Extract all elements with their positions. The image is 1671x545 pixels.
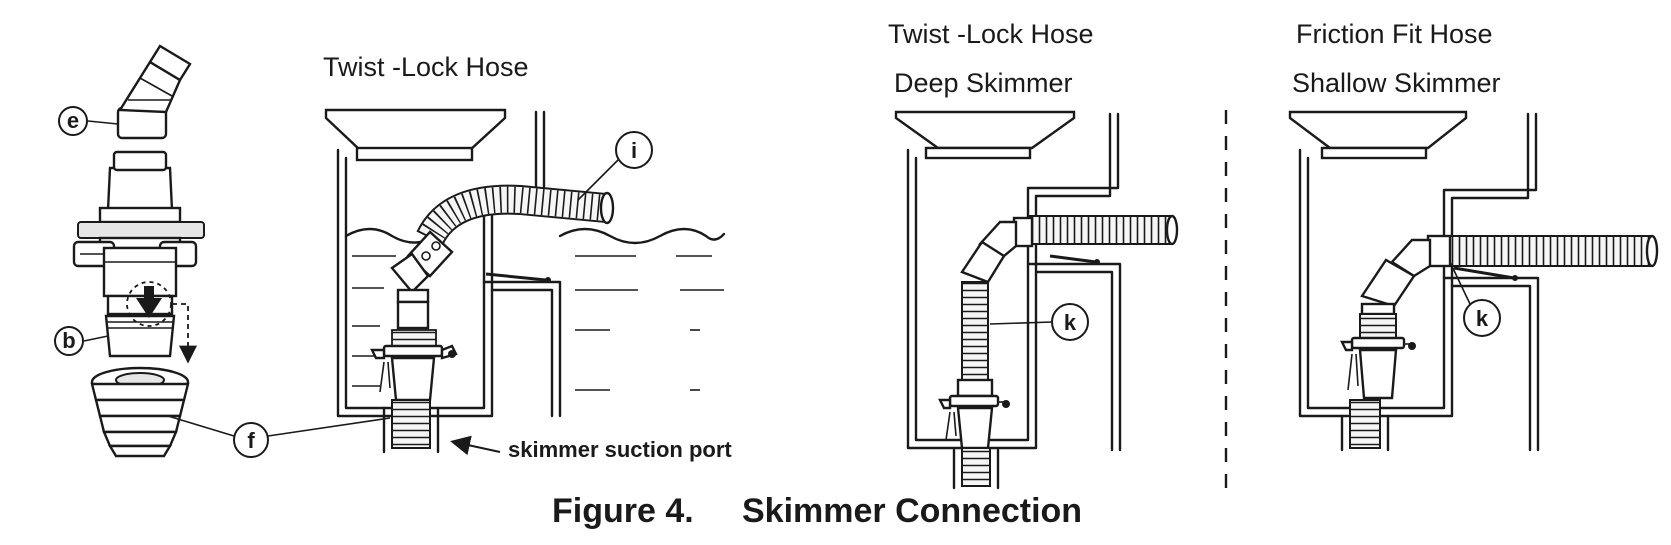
panel3-heading-line2: Shallow Skimmer xyxy=(1292,68,1501,98)
panel3-heading-line1: Friction Fit Hose xyxy=(1296,19,1493,49)
callout-f: f xyxy=(167,415,391,458)
elbow-fitting-e xyxy=(116,44,192,140)
shallow-skimmer-lid xyxy=(1288,110,1468,150)
port-adapter-f xyxy=(90,366,190,458)
suction-port-pointer: skimmer suction port xyxy=(450,435,732,462)
callout-e-label: e xyxy=(67,108,79,133)
water-level-lines xyxy=(352,255,724,391)
deep-skimmer-lid xyxy=(894,110,1076,150)
callout-f-label: f xyxy=(247,428,255,453)
figure-number: Figure 4. xyxy=(552,492,694,530)
panel2-heading-line1: Twist -Lock Hose xyxy=(888,19,1094,49)
callout-i-label: i xyxy=(631,138,637,163)
shallow-skimmer-panel xyxy=(1288,110,1659,452)
callout-b: b xyxy=(54,326,109,356)
callout-k-shallow-label: k xyxy=(1476,306,1489,331)
callout-e: e xyxy=(58,106,119,136)
collar-b xyxy=(104,294,176,358)
twist-direction-arrow xyxy=(126,281,197,364)
callout-k-deep-label: k xyxy=(1064,310,1077,335)
deep-skimmer-panel xyxy=(894,110,1179,490)
panel2-heading-line2: Deep Skimmer xyxy=(894,68,1073,98)
figure-title: Skimmer Connection xyxy=(742,492,1082,530)
suction-port-label: skimmer suction port xyxy=(508,437,732,462)
callout-k-shallow: k xyxy=(1449,261,1501,337)
hose-connector-body xyxy=(72,150,205,298)
callout-b-label: b xyxy=(62,328,75,353)
twist-lock-elbow xyxy=(390,230,454,304)
panel1-heading: Twist -Lock Hose xyxy=(323,52,529,82)
twist-lock-skimmer-panel xyxy=(324,108,726,454)
callout-k-deep: k xyxy=(989,303,1089,341)
exploded-fitting-assembly xyxy=(72,44,205,458)
skimmer-lid xyxy=(324,108,507,152)
callout-i: i xyxy=(577,131,653,201)
